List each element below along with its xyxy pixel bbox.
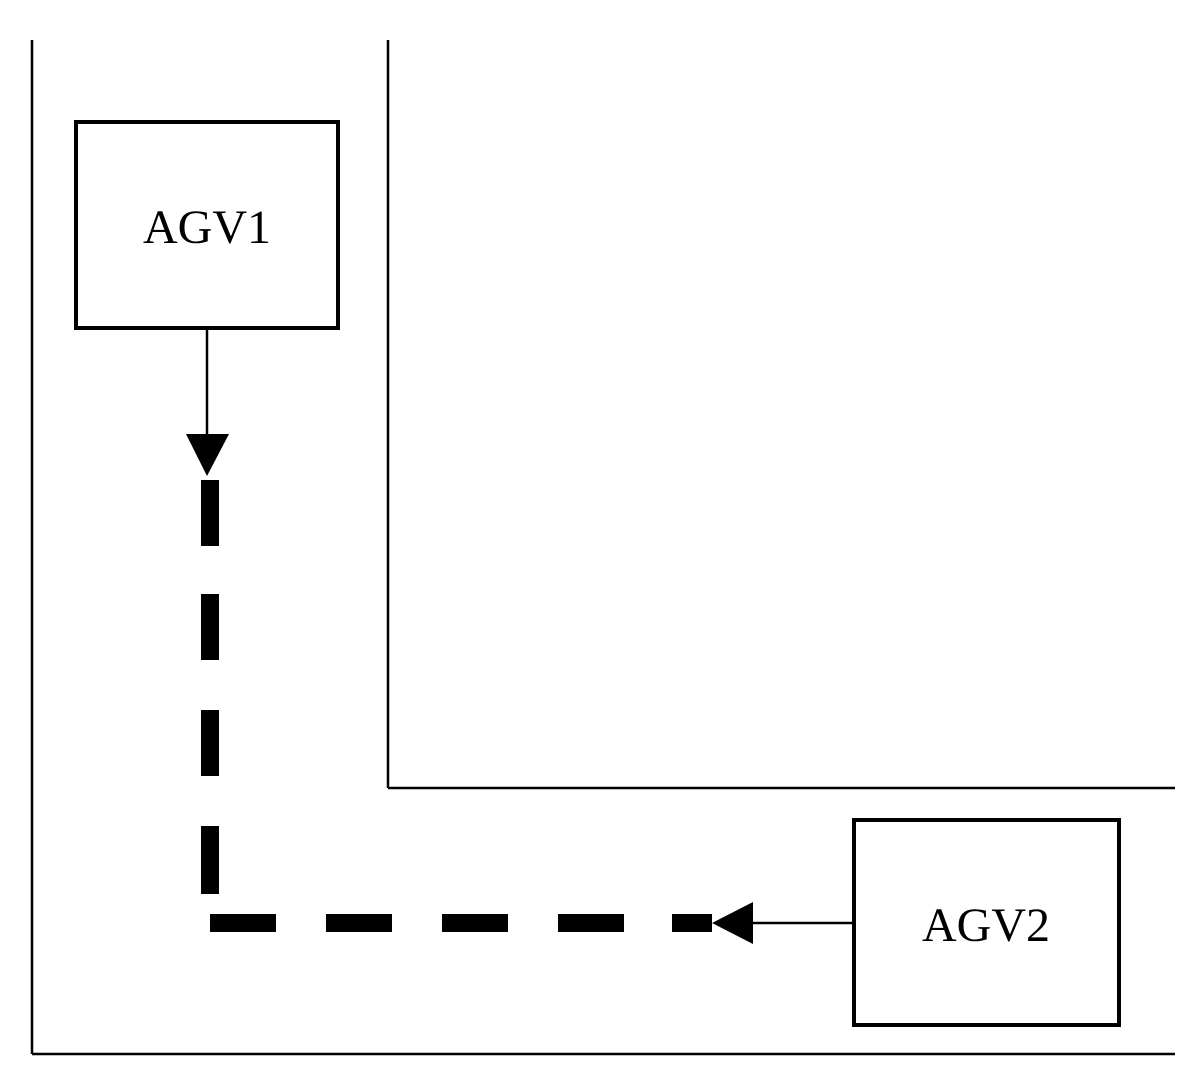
path-dash-h1 [210,914,276,932]
agv1-arrowhead [186,434,229,476]
path-dash-v2 [201,594,219,660]
agv2-node: AGV2 [852,818,1121,1027]
agv2-arrowhead [712,902,753,944]
planned-path [201,480,712,932]
path-dash-v1 [201,480,219,546]
path-dash-h2 [326,914,392,932]
agv2-label: AGV2 [922,899,1050,952]
agv2-arrow [712,902,854,944]
path-dash-h5 [672,914,712,932]
agv1-node: AGV1 [74,120,340,330]
agv2-box [852,818,1121,1027]
path-dash-v4 [201,826,219,894]
agv1-label: AGV1 [143,201,271,254]
agv1-arrow [186,330,229,476]
corridor-walls [30,40,1175,1056]
path-dash-h4 [558,914,624,932]
path-dash-h3 [442,914,508,932]
path-dash-v3 [201,710,219,776]
agv1-box [74,120,340,330]
